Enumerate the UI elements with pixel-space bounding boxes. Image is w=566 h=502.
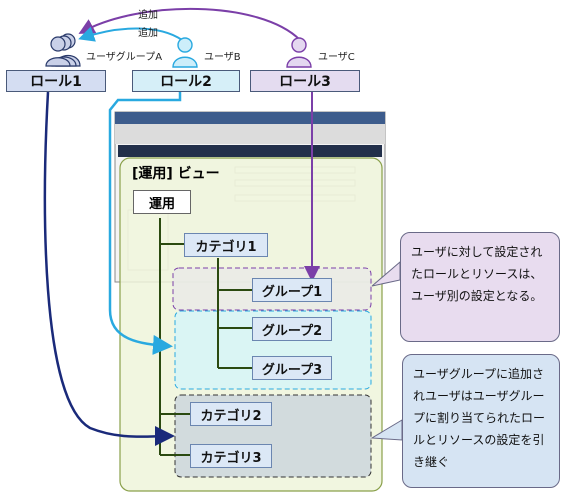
add-arrow-from-role3	[78, 8, 301, 41]
category1-node: カテゴリ1	[184, 233, 268, 257]
user-group-icon	[38, 32, 88, 68]
role3-box: ロール3	[250, 70, 360, 92]
add-label-1: 追加	[138, 10, 158, 21]
user-c-icon	[284, 36, 314, 68]
user-c-label: ユーザC	[318, 52, 355, 63]
group-inherit-callout: ユーザグループに追加されユーザはユーザグループに割り当てられたロールとリソースの…	[402, 354, 560, 488]
add-label-2: 追加	[138, 28, 158, 39]
add-arrow-from-role2	[78, 26, 183, 42]
group2-node: グループ2	[252, 317, 332, 341]
user-setting-callout: ユーザに対して設定されたロールとリソースは、ユーザ別の設定となる。	[400, 232, 560, 342]
browser-toolbar	[115, 124, 385, 144]
role2-to-group23-arrow	[108, 92, 182, 355]
browser-titlebar	[115, 112, 385, 124]
category2-node: カテゴリ2	[190, 402, 272, 426]
view-title: [運用] ビュー	[132, 166, 220, 182]
role1-box: ロール1	[6, 70, 106, 92]
group1-node: グループ1	[252, 278, 332, 302]
role1-to-category23-arrow	[43, 91, 175, 447]
root-node: 運用	[133, 190, 191, 214]
user-group-label: ユーザグループA	[86, 52, 163, 63]
browser-header-bar	[118, 145, 382, 157]
user-b-label: ユーザB	[204, 52, 241, 63]
user-b-icon	[170, 36, 200, 68]
group3-node: グループ3	[252, 356, 332, 380]
category3-node: カテゴリ3	[190, 444, 272, 468]
role2-box: ロール2	[132, 70, 240, 92]
